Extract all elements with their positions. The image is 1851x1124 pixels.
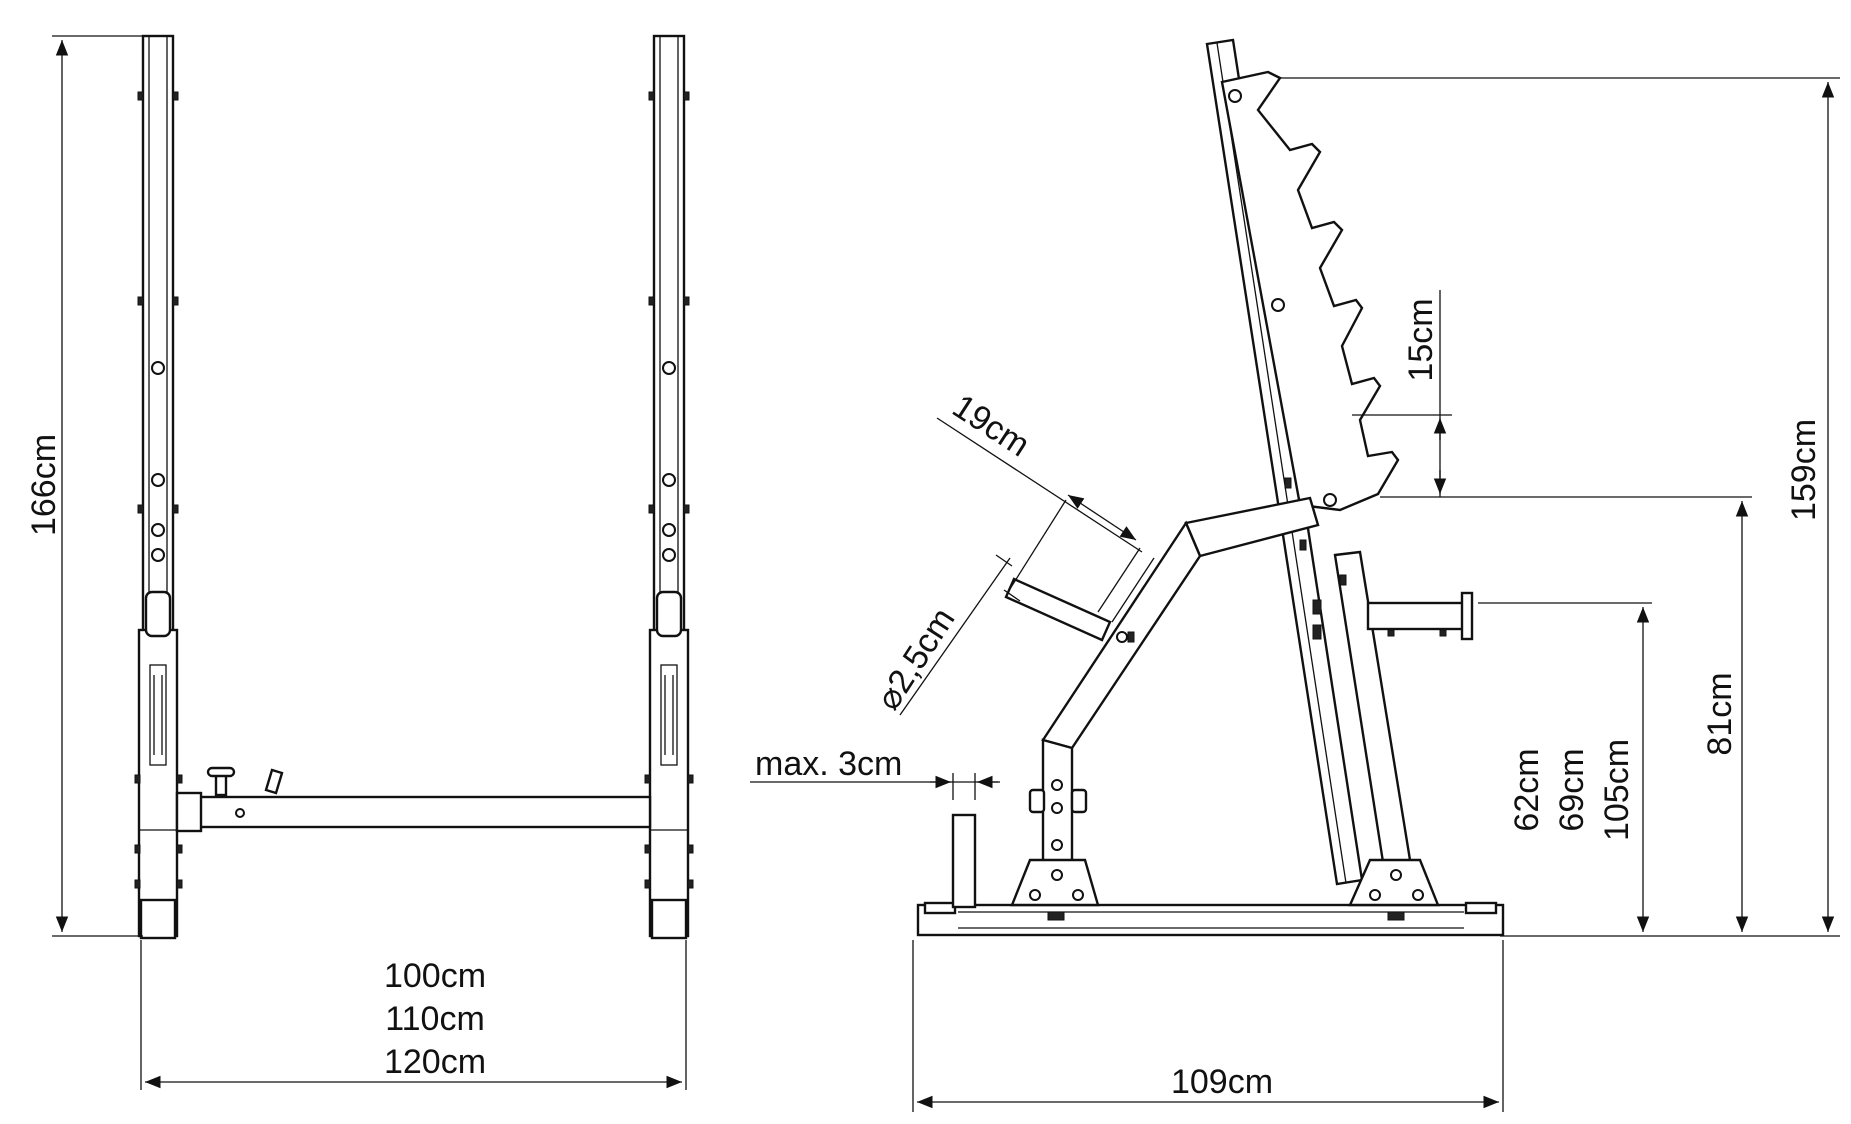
dim-safety-105: 105cm <box>1598 739 1636 841</box>
bolts-front <box>134 91 694 889</box>
dim-hook-spacing: 15cm <box>1402 298 1440 381</box>
dim-safety-69: 69cm <box>1553 748 1591 831</box>
dim-gap: max. 3cm <box>755 745 902 783</box>
rear-j-hook <box>1366 601 1470 631</box>
dim-width-100: 100cm <box>384 957 486 995</box>
front-dimensions: 166cm 100cm 110cm 120cm <box>25 35 687 1090</box>
front-view <box>134 34 694 940</box>
gusset-plate-rear <box>1348 858 1440 907</box>
dim-safety-62: 62cm <box>1508 748 1546 831</box>
dim-arm-diameter: ⌀2,5cm <box>869 601 962 717</box>
base-frame <box>916 903 1505 937</box>
brand-plate-left <box>149 664 167 766</box>
dim-width-110: 110cm <box>385 1000 485 1038</box>
side-view <box>916 38 1505 937</box>
dim-total-height: 166cm <box>25 434 63 536</box>
adjustable-crossbar <box>194 795 652 829</box>
dim-width-120: 120cm <box>384 1043 486 1081</box>
upright-holes <box>151 361 676 562</box>
pop-pin-knob <box>206 766 284 797</box>
dim-depth: 109cm <box>1171 1063 1273 1101</box>
plate-storage-post <box>951 813 977 909</box>
gusset-plate-front <box>1010 858 1100 907</box>
brand-plate-right <box>660 664 678 766</box>
dim-side-height: 159cm <box>1785 419 1823 521</box>
dim-top-hook-height: 81cm <box>1701 672 1739 755</box>
safety-arm <box>1004 577 1112 642</box>
weight-hooks <box>1220 70 1400 512</box>
